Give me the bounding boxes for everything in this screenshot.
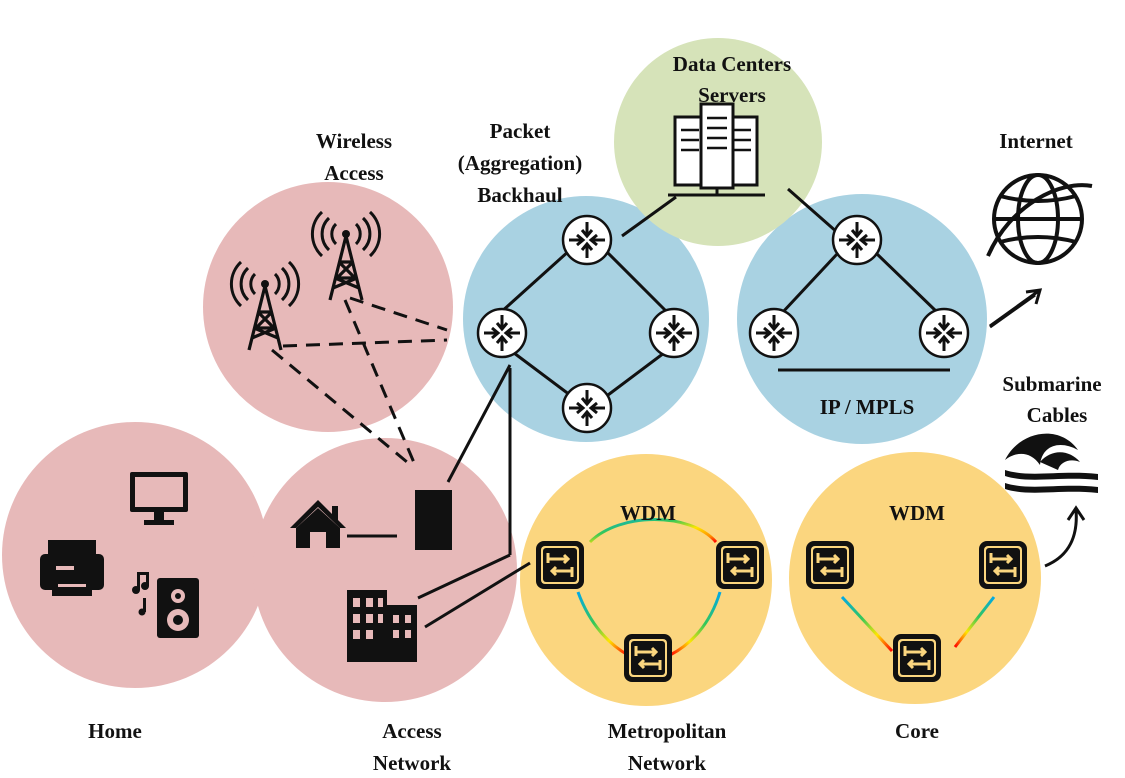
router-icon	[476, 307, 528, 359]
optical-switch-icon	[534, 539, 586, 591]
metro-label-line1: Metropolitan	[608, 719, 727, 743]
internet-arrow	[989, 288, 1043, 328]
home-label: Home	[88, 719, 142, 743]
core-label-text: Core	[895, 719, 939, 743]
home-region	[2, 422, 268, 688]
internet-label: Internet	[999, 129, 1072, 153]
datacenter-label-line2: Servers	[698, 83, 766, 107]
packet-label-line3: Backhaul	[477, 183, 562, 207]
home-label-text: Home	[88, 719, 142, 743]
building-icon	[347, 590, 417, 662]
metro-label-line2: Network	[628, 751, 706, 775]
core-region	[789, 452, 1041, 704]
wireless-label-line1: Wireless	[316, 129, 392, 153]
access-node-icon	[415, 490, 452, 550]
router-icon	[648, 307, 700, 359]
datacenter-label-line1: Data Centers	[673, 52, 791, 76]
monitor-icon	[130, 472, 188, 525]
data-centers-label: Data Centers Servers	[673, 52, 791, 107]
metropolitan-network-label: Metropolitan Network	[608, 719, 727, 775]
access-label-line2: Network	[373, 751, 451, 775]
wireless-access-label: Wireless Access	[316, 129, 392, 185]
access-label-line1: Access	[382, 719, 441, 743]
metropolitan-network-region	[520, 454, 772, 706]
music-notes-icon	[132, 572, 149, 616]
router-icon	[561, 214, 613, 266]
packet-backhaul-label: Packet (Aggregation) Backhaul	[458, 119, 582, 207]
optical-switch-icon	[804, 539, 856, 591]
ip-mpls-label: IP / MPLS	[820, 395, 915, 419]
optical-switch-icon	[891, 632, 943, 684]
core-wdm-label: WDM	[889, 501, 945, 525]
router-icon	[918, 307, 970, 359]
packet-links	[417, 195, 677, 629]
submarine-arrow	[1044, 505, 1086, 568]
globe-icon	[986, 173, 1093, 265]
packet-label-line2: (Aggregation)	[458, 151, 582, 175]
packet-backhaul-region	[463, 196, 709, 442]
speaker-icon	[157, 578, 199, 638]
metro-wdm-ring	[576, 518, 806, 657]
optical-switch-icon	[622, 632, 674, 684]
house-icon	[290, 500, 346, 548]
access-network-label: Access Network	[373, 719, 451, 775]
submarine-cables-label: Submarine Cables	[1002, 372, 1101, 427]
core-wdm-links	[840, 559, 996, 653]
router-icon	[561, 382, 613, 434]
router-icon	[748, 307, 800, 359]
wireless-access-region	[203, 182, 453, 432]
ip-mpls-region	[737, 194, 987, 444]
submarine-label-line2: Cables	[1027, 403, 1088, 427]
submarine-label-line1: Submarine	[1002, 372, 1101, 396]
waves-icon	[1005, 433, 1098, 493]
optical-switch-icon	[977, 539, 1029, 591]
server-rack-icon	[668, 102, 765, 197]
printer-icon	[40, 540, 104, 596]
router-icon	[831, 214, 883, 266]
packet-label-line1: Packet	[490, 119, 551, 143]
wireless-label-line2: Access	[324, 161, 383, 185]
wireless-dashed-links	[271, 296, 448, 466]
metro-wdm-label: WDM	[620, 501, 676, 525]
optical-switch-icon	[714, 539, 766, 591]
core-label: Core	[895, 719, 939, 743]
